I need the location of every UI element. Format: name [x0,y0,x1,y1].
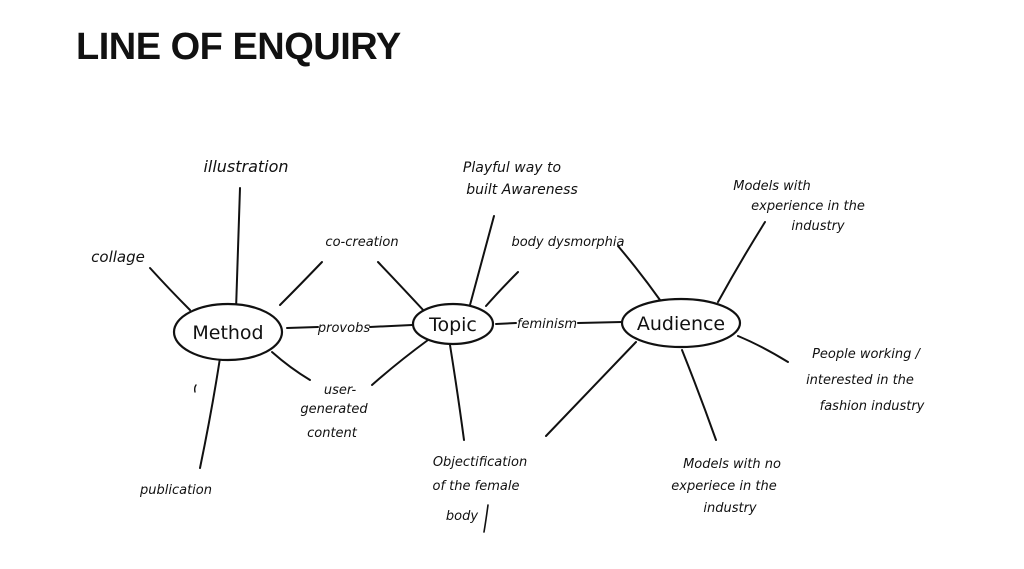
label-user-generated-3: content [307,426,358,441]
label-people-working-2: interested in the [806,373,914,388]
line-topic-objectification [449,344,465,441]
line-method-user [271,351,311,381]
line-method-illustration [235,187,241,311]
label-publication: publication [139,483,212,498]
topic-branch-labels: Playful way to built Awareness body dysm… [433,160,625,533]
hub-method-outline [172,302,284,362]
label-co-creation: co-creation [325,235,398,250]
label-user-generated-1: user- [324,383,357,398]
line-topic-audience-a [495,322,517,325]
line-topic-audience-b [577,321,623,324]
hub-audience-label: Audience [637,313,725,335]
label-user-generated-2: generated [300,402,368,417]
hub-method: Method [172,302,284,362]
label-objectification-2: of the female [433,479,520,494]
branch-lines [149,187,789,469]
line-audience-models-noexp [681,349,717,441]
line-audience-dysmorphia [617,245,661,301]
connector-proveables: provobs [317,321,370,336]
label-objectification-1: Objectification [433,455,527,470]
line-topic-dysmorphia [485,271,519,307]
label-objectification-3: body [446,509,478,524]
label-models-exp-2: experience in the [751,199,865,214]
line-audience-models-exp [717,221,766,303]
hub-audience: Audience [620,297,742,349]
label-models-exp-1: Models with [733,179,811,194]
line-method-publication [199,357,221,469]
line-audience-objectification [545,341,637,437]
connector-feminism: feminism [517,317,577,332]
label-body-dysmorphia: body dysmorphia [511,235,624,250]
line-topic-user [371,339,429,386]
hub-audience-outline [620,297,742,349]
audience-branch-labels: Models with experience in the industry P… [671,179,924,516]
label-playful-1: Playful way to [463,160,561,176]
hub-topic: Topic [411,302,495,346]
label-people-working-1: People working / [812,347,921,362]
label-collage: collage [91,248,145,266]
connector-labels: provobs feminism [317,317,577,336]
method-branch-labels: illustration collage co-creation user- g… [91,157,398,498]
line-objectification-tail [483,504,489,533]
label-models-noexp-1: Models with no [683,457,781,472]
line-topic-playful [469,215,495,306]
line-topic-cocreation [377,261,426,313]
hub-topic-label: Topic [428,314,477,336]
line-method-topic-a [286,326,319,329]
label-illustration: illustration [203,157,288,176]
label-models-noexp-2: experiece in the [671,479,777,494]
label-models-noexp-3: industry [703,501,757,516]
hub-topic-outline [411,302,495,346]
hub-method-label: Method [192,322,263,344]
line-method-cocreation [279,261,323,306]
line-audience-people [737,335,789,363]
line-method-topic-b [369,324,413,328]
page-title: LINE OF ENQUIRY [76,26,401,68]
label-playful-2: built Awareness [466,182,578,198]
label-models-exp-3: industry [791,219,845,234]
stray-mark [193,384,197,393]
line-method-collage [149,267,191,311]
label-people-working-3: fashion industry [820,399,925,414]
